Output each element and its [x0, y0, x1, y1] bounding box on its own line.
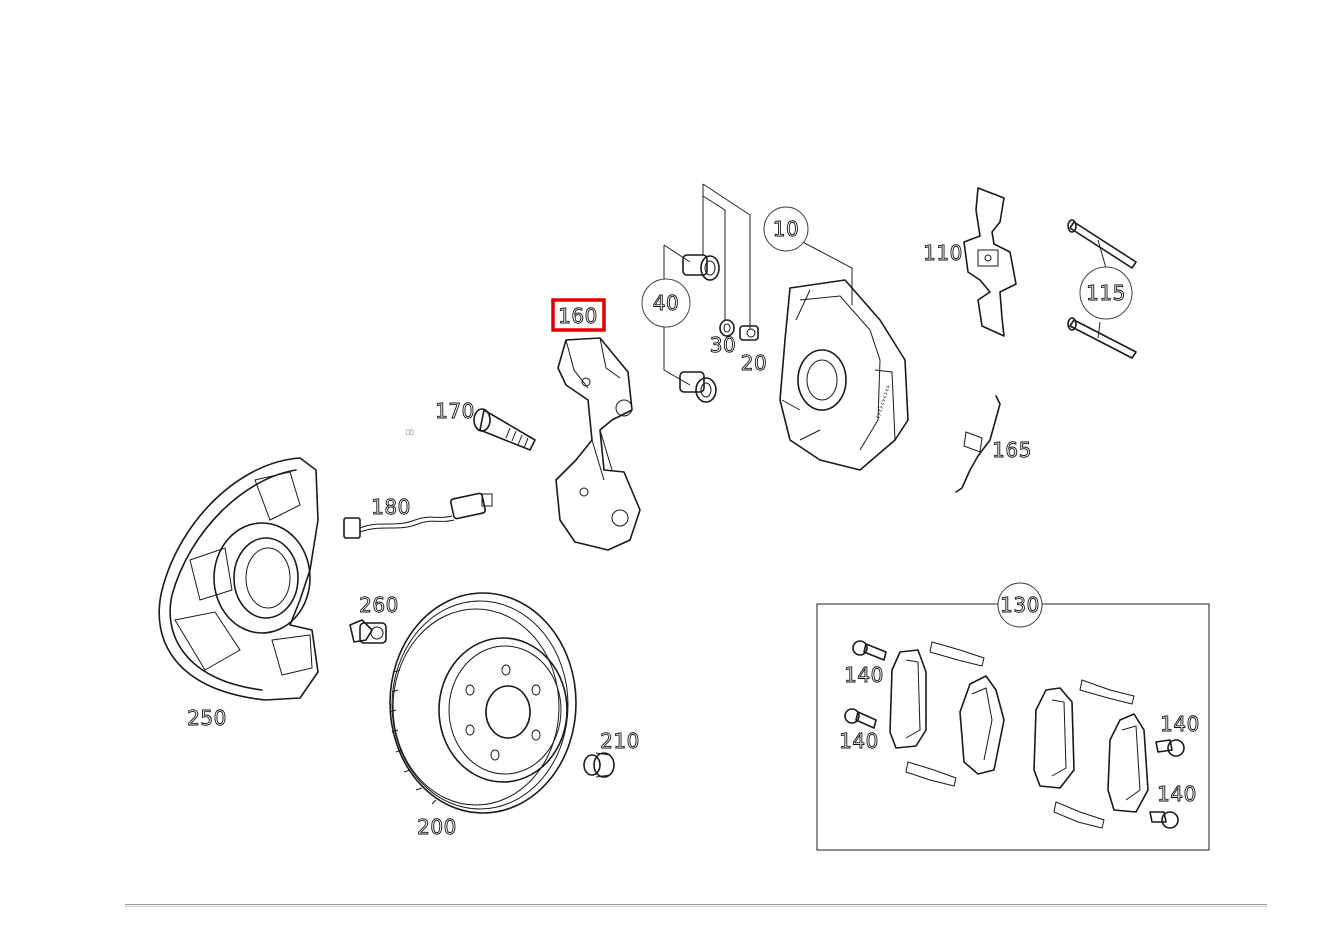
callout-circle-10 — [763, 206, 809, 252]
bolt-140-2[interactable] — [844, 708, 877, 729]
guide-bolt-170[interactable] — [473, 408, 536, 451]
caliper-bracket-160[interactable] — [555, 337, 641, 551]
label-20[interactable]: 20 — [740, 351, 767, 376]
label-140-c[interactable]: 140 — [1160, 712, 1200, 737]
label-210[interactable]: 210 — [600, 729, 640, 754]
bolt-140-4[interactable] — [1149, 811, 1179, 829]
bolt-140-3[interactable] — [1155, 739, 1185, 757]
caliper-10[interactable]: ‹›‹›‹›‹›‹› — [779, 279, 909, 471]
part-labels: 10 20 30 40 110 115 130 140 140 140 140 … — [187, 217, 1200, 840]
footer-divider — [125, 904, 1267, 907]
dust-shield-250[interactable] — [158, 457, 319, 701]
callout-circle-40 — [641, 278, 691, 328]
label-160[interactable]: 160 — [558, 304, 598, 329]
label-140-d[interactable]: 140 — [1157, 782, 1197, 807]
spring-clip-110[interactable] — [963, 187, 1017, 337]
guide-sleeves-40[interactable] — [679, 254, 720, 403]
label-30[interactable]: 30 — [709, 333, 736, 358]
wear-sensor-180[interactable] — [343, 492, 493, 539]
caliper-imprint: ‹›‹›‹›‹›‹› — [873, 384, 894, 421]
label-115[interactable]: 115 — [1086, 281, 1126, 306]
label-40[interactable]: 40 — [652, 291, 679, 316]
label-165[interactable]: 165 — [992, 438, 1032, 463]
bolt-140-1[interactable] — [852, 640, 887, 661]
label-250[interactable]: 250 — [187, 706, 227, 731]
label-10[interactable]: 10 — [772, 217, 799, 242]
bleeder-20[interactable] — [739, 325, 759, 341]
spring-wire-165[interactable] — [955, 395, 1001, 493]
label-260[interactable]: 260 — [359, 593, 399, 618]
label-200[interactable]: 200 — [417, 815, 457, 840]
label-110[interactable]: 110 — [923, 241, 963, 266]
label-130[interactable]: 130 — [1000, 593, 1040, 618]
label-170[interactable]: 170 — [435, 399, 475, 424]
label-180[interactable]: 180 — [371, 495, 411, 520]
label-140-b[interactable]: 140 — [839, 729, 879, 754]
brake-disc-200[interactable] — [389, 592, 577, 814]
cap-30[interactable] — [719, 319, 735, 337]
highlight-box-160 — [551, 298, 606, 332]
brake-pads-130[interactable] — [844, 640, 1185, 829]
screw-210[interactable] — [583, 752, 615, 778]
callout-circle-130 — [997, 582, 1043, 628]
bolt-260[interactable] — [349, 619, 387, 644]
callout-circle-115 — [1079, 266, 1133, 320]
pins-115[interactable] — [1067, 219, 1137, 359]
label-140-a[interactable]: 140 — [844, 663, 884, 688]
faint-mark: ▯▯ — [406, 428, 414, 436]
